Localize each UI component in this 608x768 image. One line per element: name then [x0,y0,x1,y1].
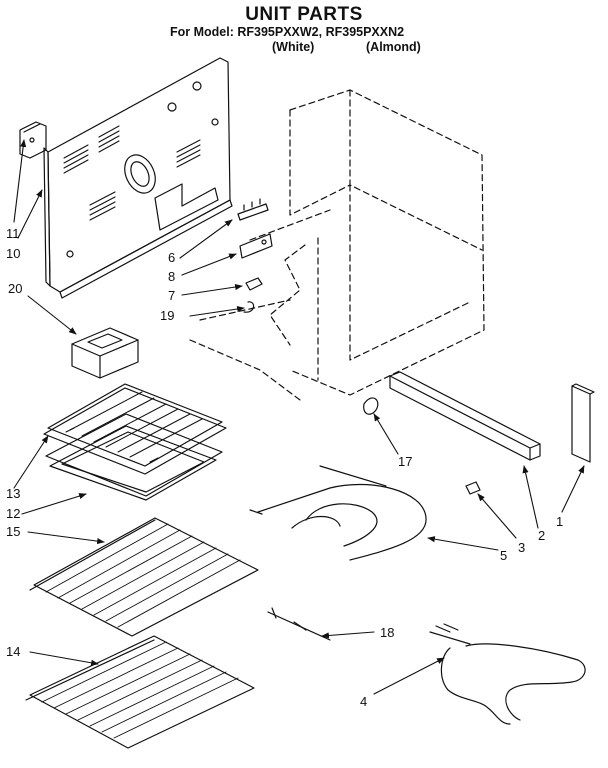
callout-12: 12 [6,506,20,521]
callout-20: 20 [8,281,22,296]
terminal-block [237,198,269,221]
callout-4: 4 [360,694,367,709]
callout-18: 18 [380,625,394,640]
side-rail [389,371,541,461]
callout-2: 2 [538,528,545,543]
callout-6: 6 [168,250,175,265]
callout-8: 8 [168,269,175,284]
latch-part [465,481,481,495]
leader-lines [13,139,585,695]
variant-almond: (Almond) [366,40,421,54]
broil-element [429,623,586,725]
page-title: UNIT PARTS [245,4,363,25]
broiler-grid [43,383,227,475]
oven-rack-lower [25,635,255,749]
bake-element [249,465,427,561]
variant-white: (White) [272,40,315,54]
callout-3: 3 [518,540,525,555]
hook-part [243,301,255,313]
model-line: For Model: RF395PXXW2, RF395PXXN2 [170,25,405,39]
callout-10: 10 [6,246,20,261]
callout-17: 17 [398,454,412,469]
callout-19: 19 [160,308,174,323]
broiler-pan [45,413,223,501]
back-panel [43,57,233,299]
callout-1: 1 [556,514,563,529]
oven-rack-upper [29,517,259,637]
callout-labels: 11 10 6 8 7 19 20 17 13 12 15 5 3 2 1 18… [6,226,563,709]
side-panel [571,383,595,463]
sensor-probe [267,607,331,641]
callout-13: 13 [6,486,20,501]
transformer-box [71,327,139,379]
callout-5: 5 [500,548,507,563]
clip-part [245,277,263,291]
callout-7: 7 [168,288,175,303]
bracket-part [239,233,273,259]
callout-15: 15 [6,524,20,539]
latch-clip [363,397,379,415]
callout-11: 11 [6,226,20,241]
oven-cavity [189,89,485,401]
small-bracket [19,121,47,159]
callout-14: 14 [6,644,20,659]
